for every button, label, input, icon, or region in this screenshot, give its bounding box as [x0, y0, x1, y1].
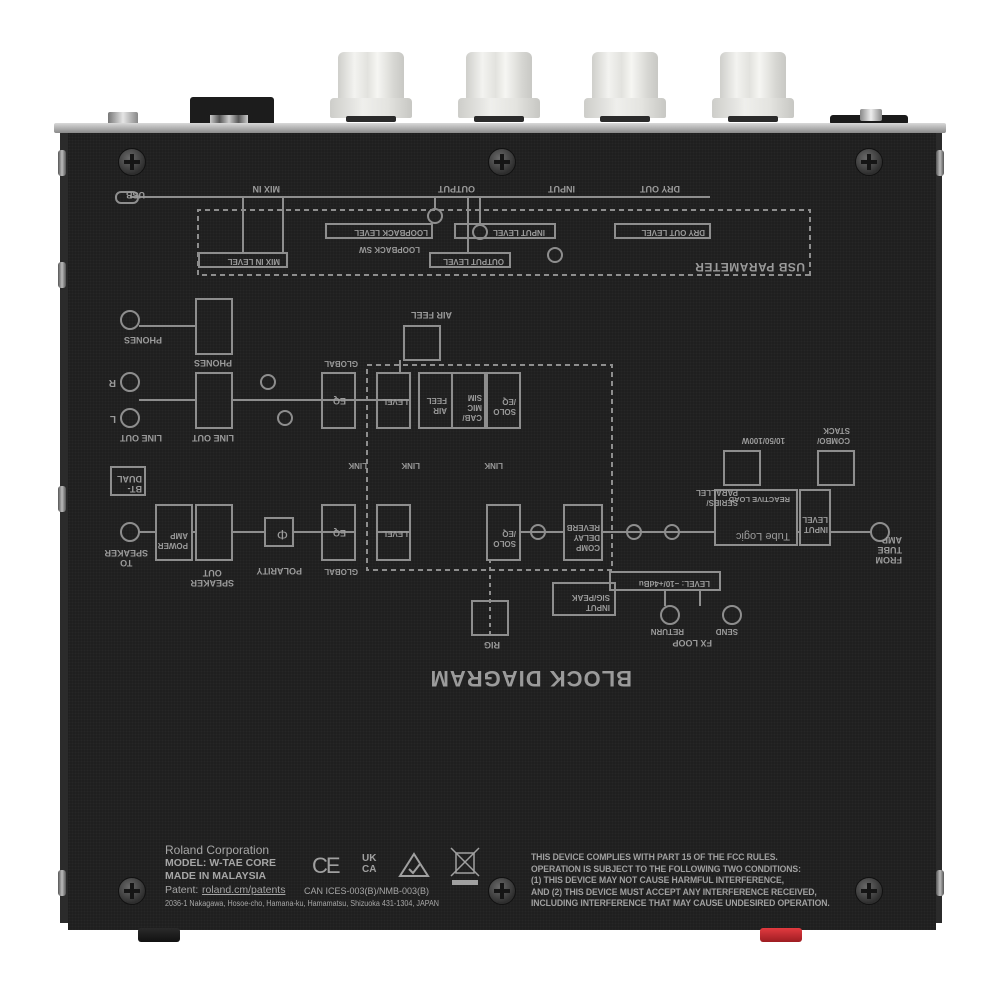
output-label: OUTPUT: [438, 184, 475, 194]
combo-stack-label: COMBO/ STACK: [817, 426, 850, 445]
line-out-jack-label: LINE OUT: [120, 433, 162, 443]
fcc-notice: THIS DEVICE COMPLIES WITH PART 15 OF THE…: [531, 851, 830, 909]
tube-logic-label: Tube Logic: [735, 530, 790, 542]
output-level-label: OUTPUT LEVEL: [443, 257, 504, 266]
fx-level-label: LEVEL: −10/+4dBu: [638, 579, 710, 588]
rcm-mark-icon: [398, 852, 430, 877]
eq-top-label: EQ: [332, 396, 346, 406]
chassis-top-lip: [54, 123, 946, 133]
dry-out-label: DRY OUT: [639, 184, 680, 194]
usb-parameter-label: USB PARAMETER: [694, 260, 805, 274]
level-bottom-label: LEVEL: [382, 529, 408, 538]
knob-4[interactable]: [712, 52, 794, 124]
chassis-right-side: [932, 133, 942, 923]
bottom-foot-left: [138, 928, 180, 942]
link-label-1: LINK: [348, 461, 367, 470]
diagram-title: BLOCK DIAGRAM: [429, 666, 632, 691]
screw-bottom-left: [118, 877, 146, 905]
input-sig-peak-label: INPUT SIG/PEAK: [571, 593, 610, 612]
wattage-label: 10/50/100W: [741, 436, 785, 445]
dry-out-level-label: DRY OUT LEVEL: [641, 228, 705, 237]
knob-2[interactable]: [458, 52, 540, 124]
fcc-line-4: AND (2) THIS DEVICE MUST ACCEPT ANY INTE…: [531, 885, 817, 897]
side-jack-left-3[interactable]: [58, 150, 66, 176]
line-out-knob-label: LINE OUT: [192, 433, 234, 443]
top-thumbscrew-right: [860, 109, 882, 121]
input-level-box-label: INPUT LEVEL: [802, 515, 828, 534]
fcc-line-2: OPERATION IS SUBJECT TO THE FOLLOWING TW…: [531, 862, 801, 874]
side-jack-left-2[interactable]: [58, 486, 66, 512]
usb-label: USB: [125, 190, 145, 200]
mix-in-level-label: MIX IN LEVEL: [227, 257, 280, 266]
screw-top-center: [488, 148, 516, 176]
air-feel-box-label: AIR FEEL: [426, 396, 447, 415]
weee-bin-icon: [450, 847, 480, 885]
compliance-code: CAN ICES-003(B)/NMB-003(B): [304, 886, 430, 896]
loopback-sw-label: LOOPBACK SW: [359, 245, 420, 254]
return-label: RETURN: [650, 627, 684, 636]
side-jack-left-1[interactable]: [58, 262, 66, 288]
usb-connector-housing[interactable]: [190, 97, 274, 125]
from-tube-amp-label: FROM TUBE AMP: [875, 535, 903, 565]
top-connector-right[interactable]: [830, 109, 908, 125]
screw-top-left: [118, 148, 146, 176]
address-label: 2036-1 Nakagawa, Hosoe-cho, Hamana-ku, H…: [165, 899, 440, 908]
cab-mic-sim-label: CAB/ MIC SIM: [462, 393, 482, 422]
global-bottom-label: GLOBAL: [324, 567, 358, 576]
level-top-label: LEVEL: [382, 397, 408, 406]
chassis-left-side: [60, 133, 70, 923]
input-label: INPUT: [548, 184, 575, 194]
to-speaker-label: TO SPEAKER: [104, 548, 148, 568]
link-label-3: LINK: [484, 461, 503, 470]
send-label: SEND: [715, 627, 738, 636]
line-l-label: L: [109, 413, 116, 424]
knob-3[interactable]: [584, 52, 666, 124]
side-jack-right-2[interactable]: [936, 870, 944, 896]
global-top-label: GLOBAL: [324, 359, 358, 368]
bottom-foot-right-red: [760, 928, 802, 942]
phones-jack-label: PHONES: [123, 335, 162, 345]
model-label: MODEL: W-TAE CORE: [165, 857, 276, 869]
rig-label: RIG: [483, 640, 500, 650]
screw-top-right: [855, 148, 883, 176]
solo-eq-bottom-label: SOLO /EQ: [493, 529, 516, 548]
usb-port: [210, 115, 248, 123]
fcc-line-1: THIS DEVICE COMPLIES WITH PART 15 OF THE…: [531, 851, 778, 862]
air-feel-knob-label: AIR FEEL: [410, 310, 452, 320]
knob-1[interactable]: [330, 52, 412, 124]
polarity-symbol: Φ: [276, 527, 288, 543]
patent-link[interactable]: roland.cm/patents: [202, 884, 286, 896]
top-thumbscrew-left: [108, 112, 138, 125]
solo-eq-top-label: SOLO /EQ: [493, 397, 516, 416]
link-label-2: LINK: [401, 461, 420, 470]
origin-label: MADE IN MALAYSIA: [165, 870, 267, 882]
screw-bottom-center: [488, 877, 516, 905]
eq-bottom-label: EQ: [332, 528, 346, 538]
manufacturer-name: Roland Corporation: [165, 843, 270, 857]
power-amp-label: POWER AMP: [157, 531, 188, 550]
fcc-line-3: (1) THIS DEVICE MAY NOT CAUSE HARMFUL IN…: [531, 874, 784, 886]
screw-bottom-right: [855, 877, 883, 905]
series-parallel-label: SERIES/ PARALLEL: [695, 488, 738, 507]
fcc-line-5: INCLUDING INTERFERENCE THAT MAY CAUSE UN…: [531, 897, 830, 909]
mix-in-label: MIX IN: [252, 184, 280, 194]
ce-mark-icon: CE: [312, 853, 341, 878]
chassis-bottom-panel: [68, 130, 936, 930]
patent-label: Patent:: [165, 884, 199, 896]
input-level-label: INPUT LEVEL: [492, 228, 545, 237]
line-r-label: R: [108, 377, 116, 388]
comp-delay-reverb-label: COMP DELAY REVERB: [566, 523, 600, 552]
bt-dual-label: BT- DUAL: [117, 474, 142, 494]
polarity-label: POLARITY: [256, 566, 302, 576]
phones-knob-label: PHONES: [193, 358, 232, 368]
fx-loop-label: FX LOOP: [672, 638, 712, 648]
loopback-level-label: LOOPBACK LEVEL: [354, 228, 428, 237]
side-jack-right-1[interactable]: [936, 150, 944, 176]
speaker-out-label: SPEAKER OUT: [190, 568, 234, 588]
side-jack-left-4[interactable]: [58, 870, 66, 896]
